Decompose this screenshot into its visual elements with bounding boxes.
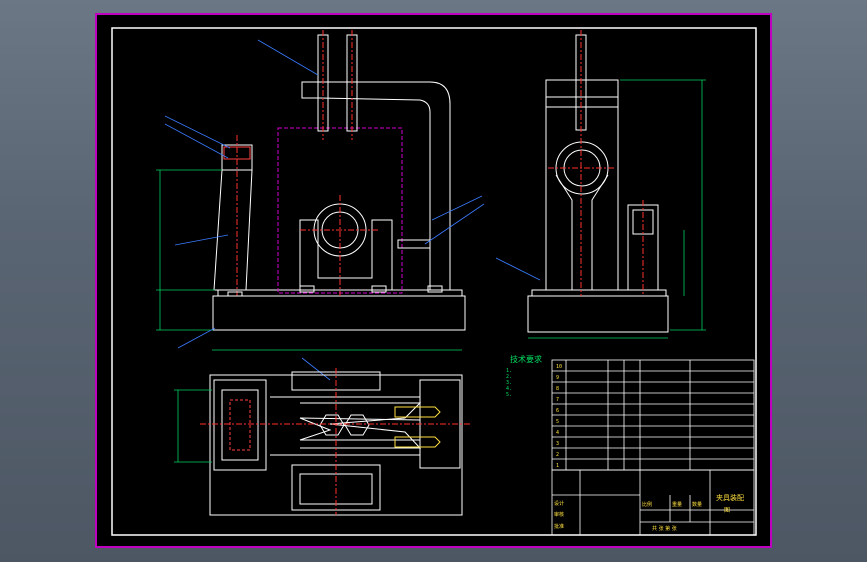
svg-text:6: 6 bbox=[556, 408, 559, 414]
svg-text:数量: 数量 bbox=[692, 501, 702, 508]
svg-text:3: 3 bbox=[556, 441, 559, 447]
svg-text:5.: 5. bbox=[506, 392, 512, 398]
svg-text:审核: 审核 bbox=[554, 511, 564, 518]
svg-text:比例: 比例 bbox=[642, 501, 652, 508]
side-dimensions bbox=[528, 79, 706, 339]
svg-text:2.: 2. bbox=[506, 374, 512, 380]
svg-text:4.: 4. bbox=[506, 386, 512, 392]
svg-text:夹具装配: 夹具装配 bbox=[716, 493, 744, 502]
svg-text:4: 4 bbox=[556, 430, 559, 436]
parts-list bbox=[551, 359, 755, 471]
svg-text:重量: 重量 bbox=[672, 501, 682, 508]
svg-text:10: 10 bbox=[556, 364, 562, 370]
svg-text:7: 7 bbox=[556, 397, 559, 403]
svg-text:3.: 3. bbox=[506, 380, 512, 386]
svg-text:共 张 第 张: 共 张 第 张 bbox=[652, 525, 677, 532]
tech-title: 技术要求 bbox=[510, 354, 542, 364]
inner-border bbox=[111, 27, 757, 536]
top-view bbox=[200, 368, 470, 516]
svg-text:图: 图 bbox=[724, 507, 730, 514]
svg-text:1.: 1. bbox=[506, 368, 512, 374]
tech-lines: 1. 2. 3. 4. 5. bbox=[506, 368, 512, 398]
title-block-text: 夹具装配 图 比例 重量 数量 设计 审核 批准 共 张 第 张 bbox=[554, 493, 744, 532]
svg-text:1: 1 bbox=[556, 463, 559, 469]
top-dimensions bbox=[174, 389, 212, 463]
front-dimensions bbox=[156, 169, 462, 351]
svg-text:设计: 设计 bbox=[554, 500, 564, 507]
svg-text:5: 5 bbox=[556, 419, 559, 425]
svg-text:9: 9 bbox=[556, 375, 559, 381]
svg-text:批准: 批准 bbox=[554, 523, 564, 530]
parts-numbers: 10 9 8 7 6 5 4 3 2 1 bbox=[556, 364, 562, 469]
front-view bbox=[212, 30, 466, 331]
leader-lines bbox=[164, 39, 541, 381]
svg-text:2: 2 bbox=[556, 452, 559, 458]
side-view bbox=[527, 30, 669, 333]
svg-text:8: 8 bbox=[556, 386, 559, 392]
title-block bbox=[551, 469, 755, 536]
